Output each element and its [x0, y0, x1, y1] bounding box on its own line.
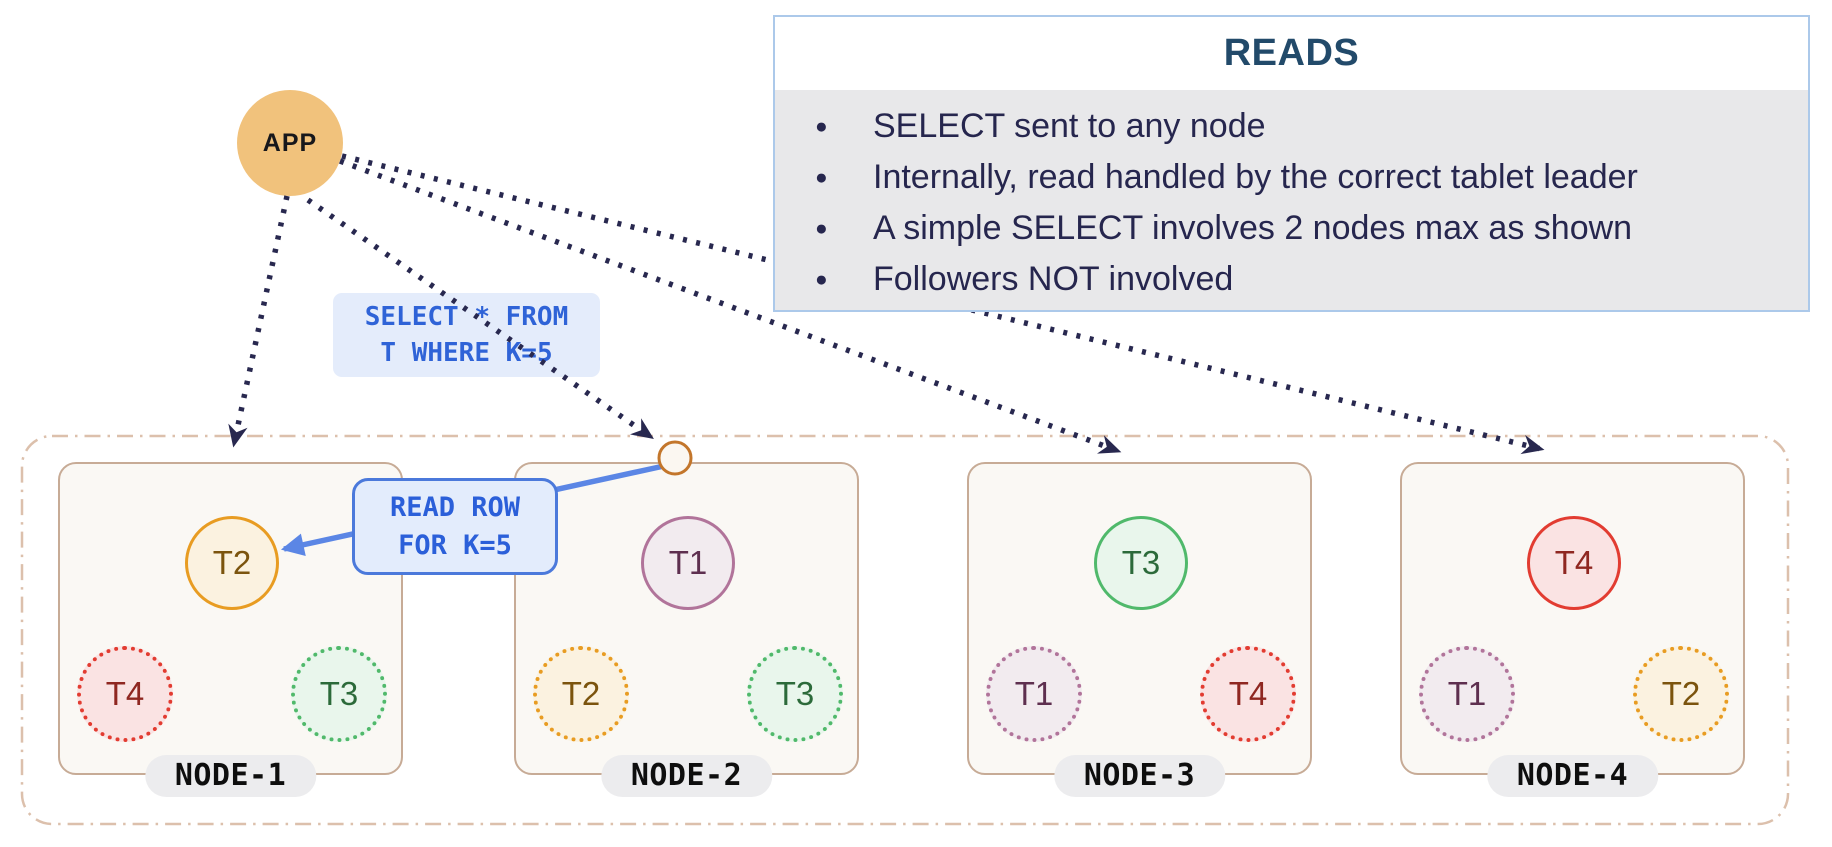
tablet-label: T4 — [1228, 675, 1268, 712]
node-name-pill: NODE-1 — [144, 755, 317, 797]
read-row-line1: READ ROW — [389, 491, 521, 523]
select-query-label: SELECT * FROM T WHERE K=5 — [333, 293, 600, 377]
bullet-dot-icon: ● — [815, 114, 828, 138]
tablet-leader-circle: T1 — [641, 516, 735, 610]
reads-panel: READS ● SELECT sent to any node ● Intern… — [773, 15, 1810, 312]
read-row-line2: FOR K=5 — [398, 529, 512, 561]
node-box-4: T4 T1 T2 NODE-4 — [1400, 462, 1745, 797]
tablet-label: T1 — [1447, 675, 1487, 712]
tablet-label: T2 — [1661, 675, 1701, 712]
reads-bullet-item: ● A simple SELECT involves 2 nodes max a… — [809, 203, 1808, 254]
node-name-pill: NODE-3 — [1053, 755, 1226, 797]
read-row-label: READ ROW FOR K=5 — [352, 478, 558, 575]
tablet-follower-circle: T2 — [533, 646, 629, 742]
tablet-label: T2 — [561, 675, 601, 712]
select-query-line1: SELECT * FROM — [364, 302, 569, 332]
tablet-label: T1 — [668, 544, 708, 581]
select-query-line2: T WHERE K=5 — [380, 338, 553, 368]
node-name-pill: NODE-4 — [1486, 755, 1659, 797]
tablet-leader-circle: T4 — [1527, 516, 1621, 610]
tablet-label: T3 — [319, 675, 359, 712]
node-box-2: T1 T2 T3 NODE-2 — [514, 462, 859, 797]
tablet-label: T3 — [775, 675, 815, 712]
reads-bullet-text: SELECT sent to any node — [873, 107, 1266, 145]
node-box-3: T3 T1 T4 NODE-3 — [967, 462, 1312, 797]
tablet-follower-circle: T4 — [1200, 646, 1296, 742]
tablet-follower-circle: T1 — [1419, 646, 1515, 742]
tablet-follower-circle: T1 — [986, 646, 1082, 742]
bullet-dot-icon: ● — [815, 165, 828, 189]
app-label: APP — [262, 128, 318, 157]
bullet-dot-icon: ● — [815, 216, 828, 240]
tablet-follower-circle: T3 — [747, 646, 843, 742]
tablet-leader-circle: T2 — [185, 516, 279, 610]
tablet-leader-circle: T3 — [1094, 516, 1188, 610]
reads-bullet-text: Followers NOT involved — [873, 260, 1234, 298]
tablet-label: T1 — [1014, 675, 1054, 712]
node-name-pill: NODE-2 — [600, 755, 773, 797]
app-circle: APP — [237, 90, 343, 196]
tablet-label: T4 — [105, 675, 145, 712]
tablet-follower-circle: T2 — [1633, 646, 1729, 742]
reads-bullet-text: Internally, read handled by the correct … — [873, 158, 1638, 196]
reads-bullet-item: ● SELECT sent to any node — [809, 101, 1808, 152]
bullet-dot-icon: ● — [815, 267, 828, 291]
reads-panel-body: ● SELECT sent to any node ● Internally, … — [775, 90, 1808, 310]
tablet-follower-circle: T4 — [77, 646, 173, 742]
dotted-arrow-app-to-node1 — [228, 195, 290, 448]
reads-bullet-text: A simple SELECT involves 2 nodes max as … — [873, 209, 1633, 247]
tablet-follower-circle: T3 — [291, 646, 387, 742]
tablet-label: T2 — [212, 544, 252, 581]
reads-bullet-item: ● Internally, read handled by the correc… — [809, 152, 1808, 203]
tablet-label: T3 — [1121, 544, 1161, 581]
reads-bullet-item: ● Followers NOT involved — [809, 254, 1808, 305]
tablet-label: T4 — [1554, 544, 1594, 581]
reads-panel-title: READS — [1223, 32, 1360, 74]
